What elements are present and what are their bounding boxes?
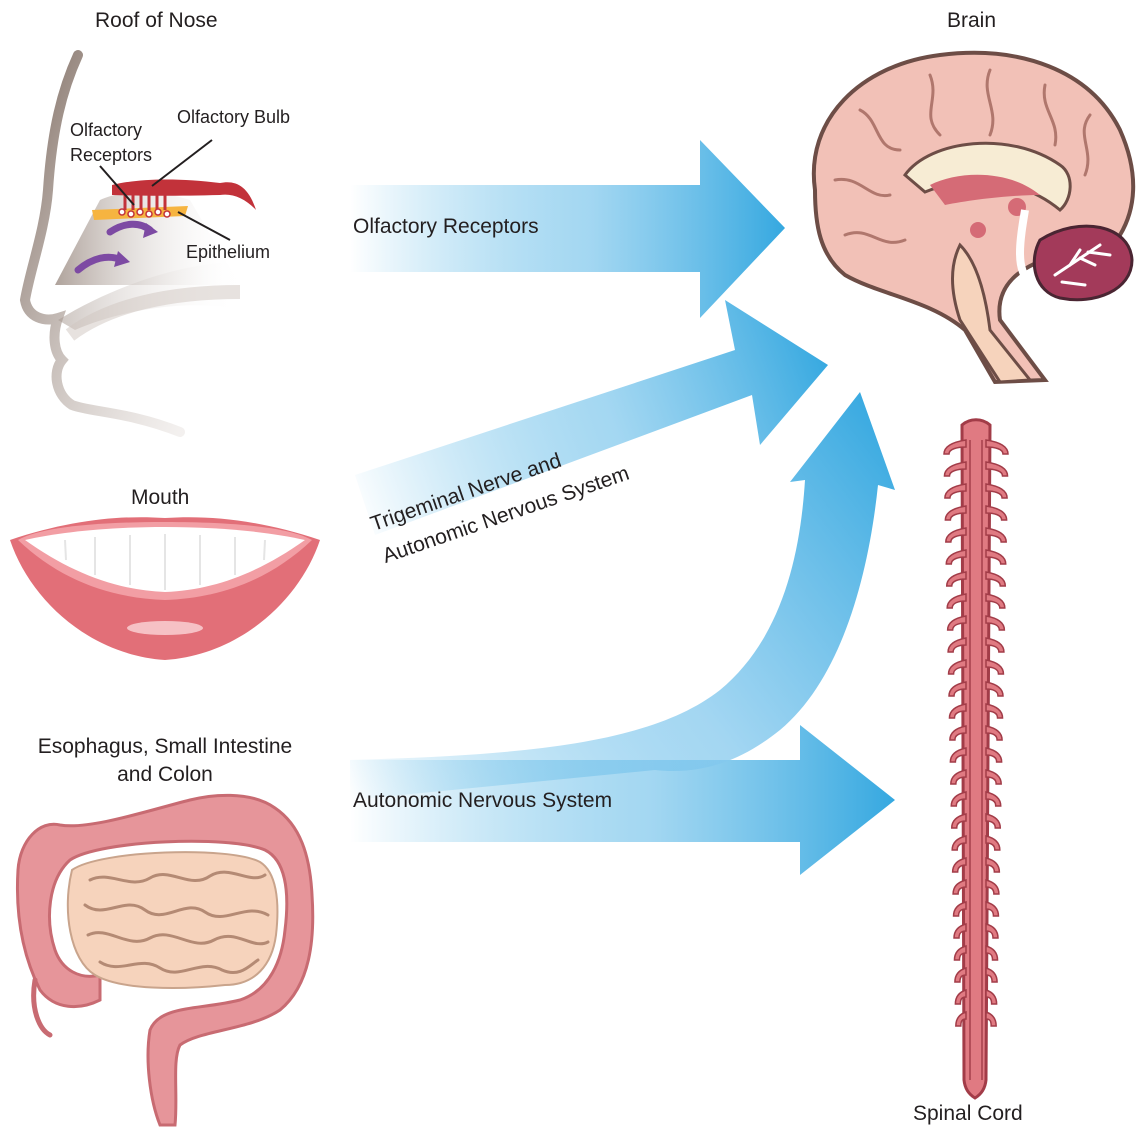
- olfactory-receptors-label-line2: Receptors: [70, 146, 152, 164]
- mouth-title: Mouth: [131, 487, 189, 508]
- olfactory-bulb-label: Olfactory Bulb: [177, 108, 290, 126]
- intestine-illustration: [17, 795, 312, 1125]
- gut-title-line1: Esophagus, Small Intestine: [10, 733, 320, 761]
- spinal-cord-illustration: [944, 420, 1008, 1098]
- gut-title-line2: and Colon: [10, 761, 320, 789]
- spinal-cord-title: Spinal Cord: [913, 1103, 1023, 1124]
- nose-title: Roof of Nose: [95, 10, 218, 31]
- brain-title: Brain: [947, 10, 996, 31]
- gut-title: Esophagus, Small Intestine and Colon: [10, 733, 320, 788]
- lip-highlight: [127, 621, 203, 635]
- pathway-autonomic-label: Autonomic Nervous System: [353, 790, 612, 811]
- cerebellum: [1034, 226, 1132, 300]
- mouth-illustration: [10, 517, 320, 660]
- brain-illustration: [814, 53, 1133, 382]
- pathway-olfactory-label: Olfactory Receptors: [353, 216, 539, 237]
- epithelium-label: Epithelium: [186, 243, 270, 261]
- olfactory-receptors-label-line1: Olfactory: [70, 121, 142, 139]
